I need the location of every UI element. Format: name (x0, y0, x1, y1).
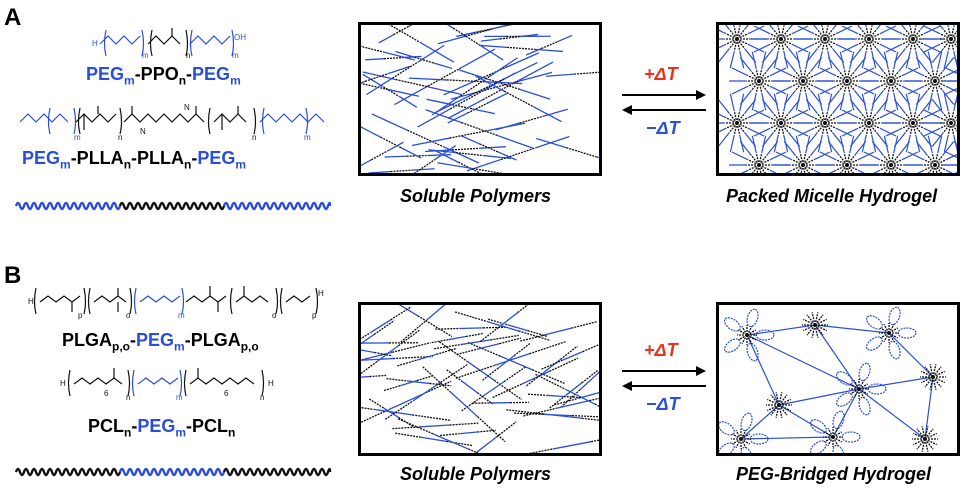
panel-a-heating-label: +ΔT (644, 64, 678, 84)
svg-text:m: m (74, 133, 81, 142)
panel-a-cooling-label: −ΔT (646, 118, 680, 138)
svg-text:H: H (92, 39, 98, 48)
panel-b-chain-schematic (14, 467, 332, 477)
svg-text:n: n (126, 393, 130, 402)
panel-a-soluble-caption: Soluble Polymers (400, 186, 552, 206)
panel-b-bridged-caption: PEG-Bridged Hydrogel (736, 464, 932, 484)
svg-text:6: 6 (224, 389, 229, 398)
pcl-peg-pcl-structure: H H 6 n m 6 n (60, 368, 274, 402)
peg-ppo-peg-structure: H OH m n m (92, 28, 246, 60)
panel-b-letter: B (4, 262, 22, 289)
svg-text:H: H (268, 379, 274, 388)
svg-text:n: n (118, 133, 122, 142)
svg-text:H: H (28, 297, 34, 306)
peg-plla-peg-structure: m n n m N N (19, 103, 325, 142)
svg-text:o: o (272, 311, 277, 320)
svg-text:H: H (60, 379, 66, 388)
panel-a-letter: A (4, 4, 22, 31)
panel-b-peg-bridged-hydrogel-box (716, 302, 960, 456)
panel-b-soluble-box (358, 302, 602, 456)
svg-text:o: o (126, 311, 131, 320)
pcl-peg-pcl-label: PCLn-PEGm-PCLn (88, 416, 236, 440)
svg-text:m: m (176, 393, 183, 402)
plga-peg-plga-structure: H H p o m o p (28, 286, 324, 320)
svg-text:N: N (184, 103, 190, 112)
panel-b-cooling-label: −ΔT (646, 394, 680, 414)
panel-a-soluble-box (358, 22, 602, 176)
svg-text:OH: OH (234, 33, 246, 42)
peg-plla-peg-label: PEGm-PLLAn-PLLAn-PEGm (22, 148, 247, 172)
svg-text:m: m (178, 311, 185, 320)
svg-text:n: n (186, 51, 190, 60)
svg-text:m: m (142, 51, 149, 60)
panel-a-chain-schematic (14, 201, 332, 211)
plga-peg-plga-label: PLGAp,o-PEGm-PLGAp,o (62, 330, 259, 354)
peg-ppo-peg-label: PEGm-PPOn-PEGm (86, 64, 241, 88)
svg-text:H: H (318, 289, 324, 298)
svg-text:N: N (140, 127, 146, 136)
panel-a-micelle-hydrogel-box (716, 22, 960, 176)
svg-text:n: n (260, 393, 264, 402)
panel-b-equilibrium-arrows (622, 366, 706, 391)
svg-text:m: m (232, 51, 239, 60)
panel-b-soluble-caption: Soluble Polymers (400, 464, 552, 484)
svg-text:p: p (312, 311, 317, 320)
panel-a-equilibrium-arrows (622, 90, 706, 115)
svg-text:p: p (78, 311, 83, 320)
svg-text:n: n (252, 133, 256, 142)
svg-text:m: m (304, 133, 311, 142)
svg-text:6: 6 (104, 389, 109, 398)
panel-b-heating-label: +ΔT (644, 340, 678, 360)
panel-a-micelle-caption: Packed Micelle Hydrogel (726, 186, 938, 206)
